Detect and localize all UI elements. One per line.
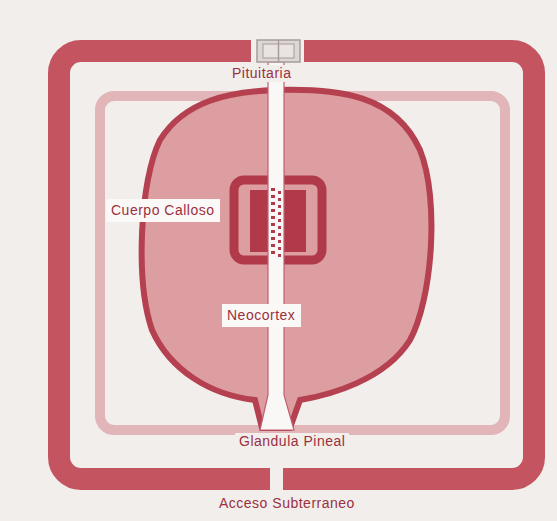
frame-gap bbox=[270, 465, 283, 497]
part-label: Acceso Subterraneo bbox=[215, 495, 359, 512]
outer-frame bbox=[59, 51, 534, 479]
channel-mark bbox=[278, 212, 281, 215]
channel-mark bbox=[278, 198, 281, 201]
channel-mark bbox=[271, 251, 275, 254]
pituitary-box bbox=[257, 40, 300, 62]
channel-mark bbox=[271, 223, 275, 226]
pituitary-divider bbox=[278, 40, 280, 62]
channel-mark bbox=[278, 219, 281, 222]
channel-mark bbox=[271, 195, 275, 198]
frame-gap bbox=[251, 36, 304, 66]
brain-outline bbox=[142, 90, 432, 428]
part-label: Glandula Pineal bbox=[235, 433, 349, 450]
channel-mark bbox=[278, 226, 281, 229]
channel-mark bbox=[271, 244, 275, 247]
channel-mark bbox=[271, 230, 275, 233]
label-box: Cuerpo Calloso bbox=[106, 199, 220, 222]
channel-mark bbox=[271, 188, 275, 191]
channel-mark bbox=[278, 191, 281, 194]
channel-mark bbox=[271, 209, 275, 212]
channel-mark bbox=[271, 216, 275, 219]
label-text: Cuerpo Calloso bbox=[111, 202, 215, 219]
channel-mark bbox=[271, 237, 275, 240]
channel-mark bbox=[271, 202, 275, 205]
inner-square bbox=[234, 180, 322, 260]
channel-mark bbox=[278, 233, 281, 236]
label-box: Neocortex bbox=[222, 304, 301, 327]
part-label: Pituitaria bbox=[228, 65, 295, 82]
channel-mark bbox=[278, 254, 281, 257]
channel-marks bbox=[271, 188, 281, 257]
channel-mark bbox=[278, 240, 281, 243]
inner-core bbox=[250, 190, 306, 252]
channel-mark bbox=[278, 247, 281, 250]
channel-mark bbox=[278, 205, 281, 208]
central-channel bbox=[260, 62, 294, 430]
label-text: Neocortex bbox=[227, 307, 296, 324]
